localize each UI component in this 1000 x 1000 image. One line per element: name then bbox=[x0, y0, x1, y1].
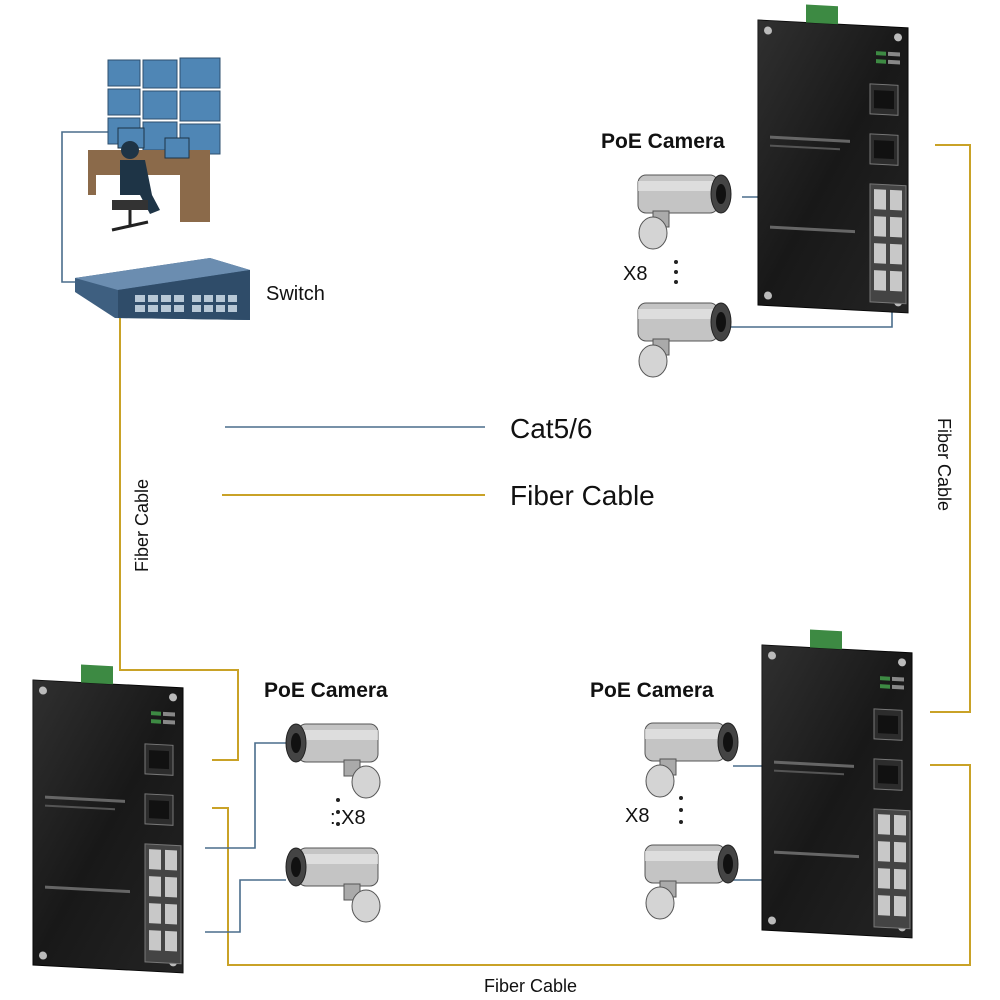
fiber-link-top-right-to-bottom-right bbox=[930, 144, 971, 713]
fiber-link-left-to-bottom-right bbox=[212, 764, 971, 966]
poe-camera-label-right: PoE Camera bbox=[590, 679, 714, 702]
poe-camera-label-left: PoE Camera bbox=[264, 679, 388, 702]
cat-link-left-cam2 bbox=[205, 879, 286, 933]
camera-count-top: X8 bbox=[623, 263, 647, 285]
camera-count-right: X8 bbox=[625, 805, 649, 827]
cat-link-left-cam1 bbox=[205, 742, 286, 849]
operator-at-video-wall-icon bbox=[88, 57, 221, 232]
bullet-camera-icon bbox=[644, 844, 739, 920]
legend-fiber-label: Fiber Cable bbox=[510, 480, 655, 511]
bullet-camera-icon bbox=[285, 847, 381, 923]
industrial-switch-icon bbox=[757, 1, 909, 314]
legend-cat-label: Cat5/6 bbox=[510, 413, 593, 444]
bullet-camera-icon bbox=[644, 722, 739, 798]
fiber-cable-label-bottom: Fiber Cable bbox=[484, 976, 577, 996]
fiber-cable-label-left: Fiber Cable bbox=[132, 479, 152, 572]
fiber-link-switch-to-left bbox=[119, 305, 239, 761]
cat-link-monitor-to-switch bbox=[61, 131, 128, 283]
rack-switch-icon bbox=[75, 258, 250, 320]
bullet-camera-icon bbox=[285, 723, 381, 799]
switch-label: Switch bbox=[266, 283, 325, 305]
bullet-camera-icon bbox=[637, 174, 732, 250]
camera-count-left: : X8 bbox=[330, 807, 366, 829]
industrial-switch-icon bbox=[32, 661, 184, 974]
industrial-switch-icon bbox=[761, 626, 913, 939]
ellipsis-dots bbox=[336, 260, 683, 826]
poe-camera-label-top: PoE Camera bbox=[601, 130, 725, 153]
fiber-cable-label-right: Fiber Cable bbox=[934, 418, 954, 511]
fiber-cables bbox=[119, 144, 971, 966]
bullet-camera-icon bbox=[637, 302, 732, 378]
